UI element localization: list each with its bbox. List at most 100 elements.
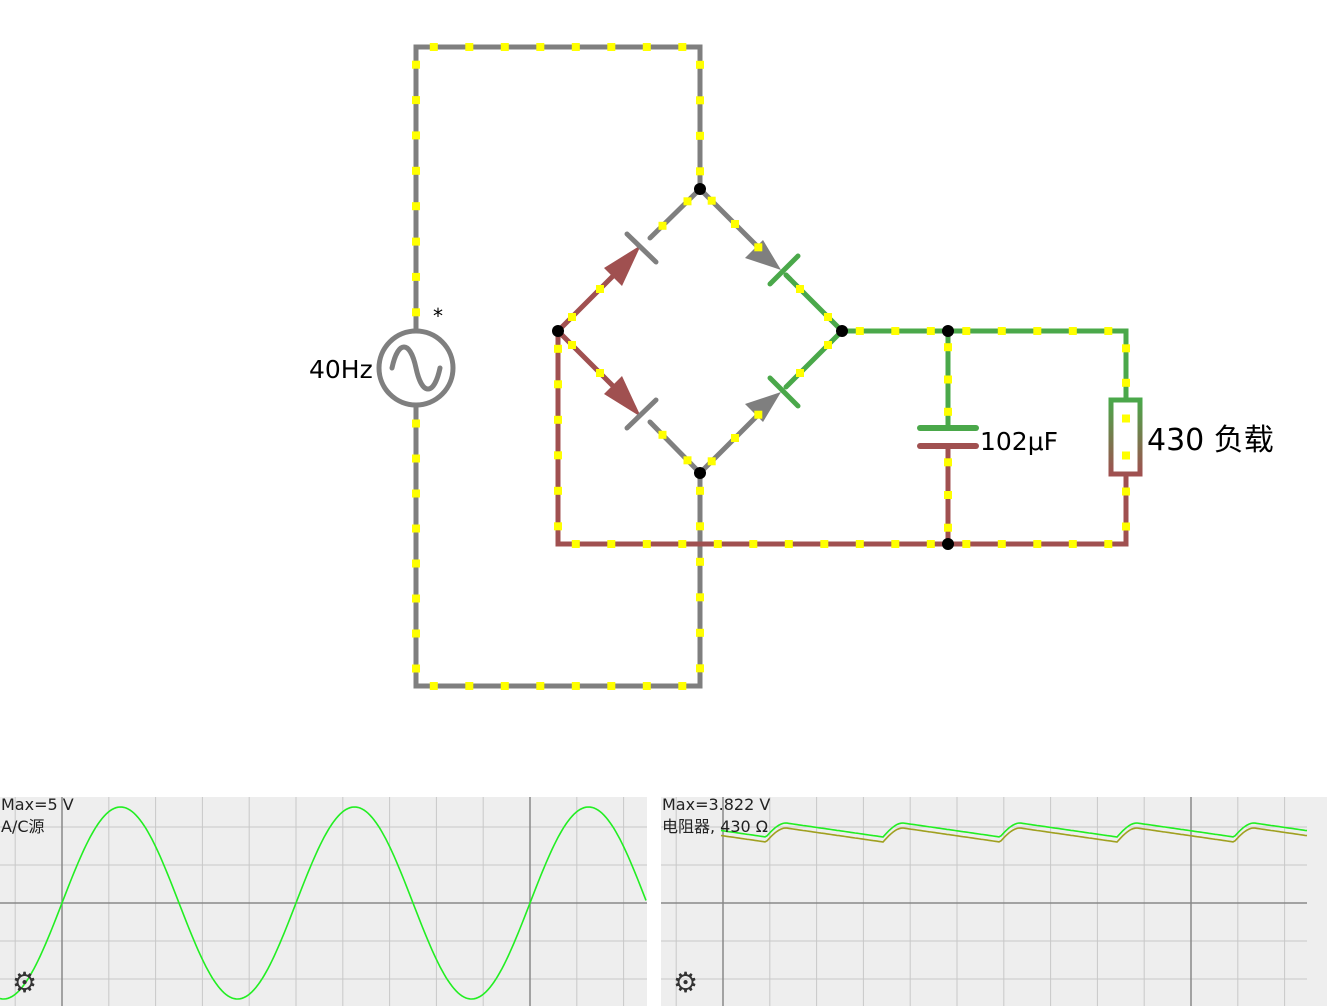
current-dot xyxy=(926,327,935,335)
current-dot xyxy=(997,327,1006,335)
capacitor[interactable] xyxy=(917,425,979,449)
node-cap-bottom xyxy=(942,538,954,550)
current-dot xyxy=(412,237,420,246)
current-dot xyxy=(1122,487,1130,496)
current-dot xyxy=(891,327,900,335)
current-dot xyxy=(1122,344,1130,353)
node-left xyxy=(552,325,564,337)
current-dot xyxy=(796,285,804,293)
current-dot xyxy=(683,197,692,206)
current-dot xyxy=(696,593,704,602)
current-dot xyxy=(1033,327,1042,335)
current-dot xyxy=(412,308,420,317)
current-dot xyxy=(678,540,687,548)
gear-icon[interactable]: ⚙ xyxy=(673,966,699,999)
current-dot xyxy=(1104,327,1113,335)
current-dot xyxy=(642,540,651,548)
current-dot xyxy=(696,628,704,637)
current-dot xyxy=(731,220,739,228)
diode-d3[interactable] xyxy=(604,376,659,431)
current-dot xyxy=(429,43,438,51)
current-dot xyxy=(678,43,687,51)
positive-wires[interactable] xyxy=(783,272,1129,431)
ac-source[interactable] xyxy=(376,328,456,408)
current-dot xyxy=(554,451,562,460)
current-dot xyxy=(1122,522,1130,531)
current-dot xyxy=(412,454,420,463)
current-dot xyxy=(571,43,580,51)
diode-d2[interactable] xyxy=(745,240,801,287)
current-dot xyxy=(571,540,580,548)
node-bottom xyxy=(694,467,706,479)
wire-bottom-loop xyxy=(413,403,703,689)
current-dot xyxy=(412,629,420,638)
diode-d1[interactable] xyxy=(604,231,659,286)
current-dot xyxy=(855,540,864,548)
current-dot xyxy=(944,407,952,416)
scope-resistor-max: Max=3.822 V xyxy=(662,797,771,814)
current-dot xyxy=(412,664,420,673)
current-dot xyxy=(554,415,562,424)
current-dot xyxy=(554,344,562,353)
scope-resistor-name: 电阻器, 430 Ω xyxy=(662,817,769,836)
current-dot xyxy=(696,60,704,69)
current-dot xyxy=(412,419,420,428)
current-dot xyxy=(500,43,509,51)
scope-source[interactable]: Max=5 V A/C源 ⚙ xyxy=(0,797,647,1006)
source-frequency-label: 40Hz xyxy=(309,355,373,384)
current-dot xyxy=(1122,378,1130,387)
current-dot xyxy=(412,559,420,568)
current-dot xyxy=(696,557,704,566)
current-dot xyxy=(962,540,971,548)
current-dot xyxy=(754,243,763,252)
current-dot xyxy=(554,380,562,389)
current-dot xyxy=(926,540,935,548)
resistor-voltage-trace xyxy=(720,822,1308,838)
current-dot xyxy=(944,375,952,384)
wire-d3-right xyxy=(647,419,703,476)
current-dot xyxy=(536,682,545,690)
capacitor-value-label: 102μF xyxy=(980,427,1059,456)
diode-d4[interactable] xyxy=(745,375,801,422)
resistor-load[interactable] xyxy=(1108,397,1143,477)
wire-top-loop xyxy=(413,44,703,333)
circuit-diagram xyxy=(376,43,1143,690)
current-dot xyxy=(554,486,562,495)
current-dot xyxy=(571,682,580,690)
current-dot xyxy=(707,457,716,466)
scope-resistor[interactable]: Max=3.822 V 电阻器, 430 Ω ⚙ xyxy=(661,797,1327,1006)
current-dot xyxy=(412,489,420,498)
current-dot xyxy=(944,343,952,352)
current-dot xyxy=(412,272,420,281)
node-cap-top xyxy=(942,325,954,337)
current-dot xyxy=(554,522,562,531)
current-dot xyxy=(820,540,829,548)
scope-source-name: A/C源 xyxy=(1,817,45,836)
current-dot xyxy=(412,166,420,175)
junction-nodes xyxy=(552,183,954,550)
current-dot xyxy=(696,486,704,495)
current-dot xyxy=(596,285,604,293)
current-dot xyxy=(962,327,971,335)
gear-icon[interactable]: ⚙ xyxy=(12,966,38,999)
scope-resistor-plot xyxy=(661,797,1308,1006)
current-dot xyxy=(731,434,739,442)
current-dot xyxy=(678,682,687,690)
current-dot xyxy=(683,456,692,465)
current-dot xyxy=(1122,451,1130,460)
current-dot xyxy=(944,458,952,467)
current-dot xyxy=(596,369,604,377)
current-dot xyxy=(696,522,704,531)
current-flow-dots xyxy=(412,43,1130,690)
scope-source-max: Max=5 V xyxy=(1,797,74,814)
ac-side-wires[interactable] xyxy=(413,44,793,689)
current-dot xyxy=(607,682,616,690)
current-dot xyxy=(1033,540,1042,548)
current-dot xyxy=(607,43,616,51)
current-dot xyxy=(536,43,545,51)
current-dot xyxy=(1068,540,1077,548)
current-dot xyxy=(642,682,651,690)
current-dot xyxy=(568,313,576,321)
current-dot xyxy=(997,540,1006,548)
current-dot xyxy=(412,131,420,140)
